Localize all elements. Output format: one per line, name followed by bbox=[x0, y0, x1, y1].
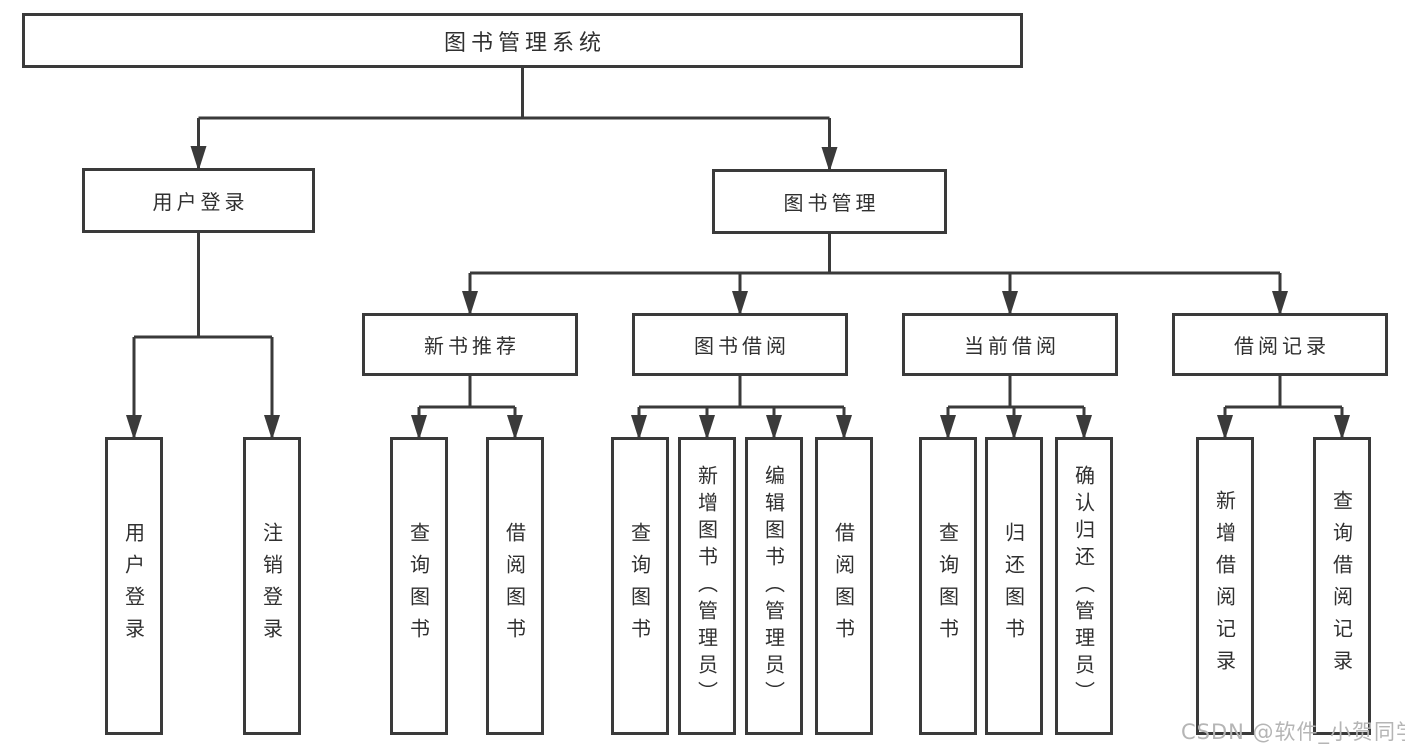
leaf-label: 注销登录 bbox=[259, 522, 284, 650]
leaf-label: 编辑图书（管理员） bbox=[761, 464, 786, 708]
leaf-borrow-books-newbook: 借阅图书 bbox=[486, 437, 544, 735]
leaf-query-books-newbook: 查询图书 bbox=[390, 437, 448, 735]
node-label: 图书借阅 bbox=[694, 334, 790, 358]
leaf-label: 查询借阅记录 bbox=[1329, 490, 1354, 682]
leaf-label: 归还图书 bbox=[1001, 522, 1026, 650]
connector-newbook-to-leaves bbox=[417, 376, 517, 440]
node-label: 新书推荐 bbox=[424, 334, 520, 358]
leaf-query-books-current: 查询图书 bbox=[919, 437, 977, 735]
node-label: 当前借阅 bbox=[964, 334, 1060, 358]
leaf-label: 用户登录 bbox=[121, 522, 146, 650]
node-label: 借阅记录 bbox=[1234, 334, 1330, 358]
leaf-label: 新增图书（管理员） bbox=[694, 464, 719, 708]
leaf-add-borrow-record: 新增借阅记录 bbox=[1196, 437, 1254, 735]
leaf-query-borrow-record: 查询借阅记录 bbox=[1313, 437, 1371, 735]
connector-userlogin-to-leaves bbox=[132, 233, 274, 440]
leaf-return-books: 归还图书 bbox=[985, 437, 1043, 735]
leaf-label: 查询图书 bbox=[406, 522, 431, 650]
leaf-label: 查询图书 bbox=[627, 522, 652, 650]
leaf-confirm-return-admin: 确认归还（管理员） bbox=[1055, 437, 1113, 735]
leaf-label: 新增借阅记录 bbox=[1212, 490, 1237, 682]
leaf-label: 借阅图书 bbox=[502, 522, 527, 650]
csdn-watermark: CSDN @软件_小贺同学 bbox=[1181, 720, 1405, 744]
connector-root-to-level2 bbox=[197, 68, 831, 172]
leaf-borrow-books: 借阅图书 bbox=[815, 437, 873, 735]
node-label: 用户登录 bbox=[152, 190, 249, 214]
node-user-login: 用户登录 bbox=[82, 168, 315, 233]
node-label: 图书管理系统 bbox=[443, 30, 606, 56]
connector-records-to-leaves bbox=[1223, 376, 1344, 440]
leaf-query-books-borrow: 查询图书 bbox=[611, 437, 669, 735]
connector-bookborrow-to-leaves bbox=[637, 376, 846, 440]
leaf-label: 借阅图书 bbox=[831, 522, 856, 650]
leaf-logout: 注销登录 bbox=[243, 437, 301, 735]
leaf-add-books-admin: 新增图书（管理员） bbox=[678, 437, 736, 735]
node-library-management-system: 图书管理系统 bbox=[22, 13, 1023, 68]
leaf-edit-books-admin: 编辑图书（管理员） bbox=[745, 437, 803, 735]
node-book-borrowing: 图书借阅 bbox=[632, 313, 848, 376]
leaf-label: 查询图书 bbox=[935, 522, 960, 650]
node-book-management: 图书管理 bbox=[712, 169, 947, 234]
node-current-borrowing: 当前借阅 bbox=[902, 313, 1118, 376]
connector-currentborrow-to-leaves bbox=[946, 376, 1086, 440]
node-new-book-recommendation: 新书推荐 bbox=[362, 313, 578, 376]
leaf-label: 确认归还（管理员） bbox=[1071, 464, 1096, 708]
node-borrowing-records: 借阅记录 bbox=[1172, 313, 1388, 376]
connector-bookmgmt-to-level3 bbox=[468, 234, 1282, 316]
node-label: 图书管理 bbox=[783, 191, 880, 215]
leaf-user-login: 用户登录 bbox=[105, 437, 163, 735]
